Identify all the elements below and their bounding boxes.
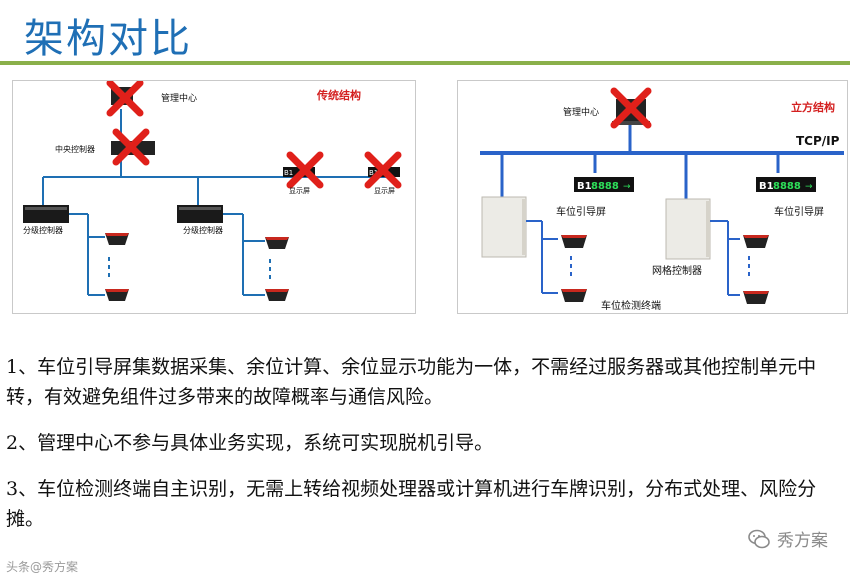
sub-controller-node-1: 分级控制器 bbox=[23, 205, 69, 235]
point-3: 3、车位检测终端自主识别，无需上转给视频处理器或计算机进行车牌识别，分布式处理、… bbox=[6, 478, 817, 530]
parking-sensor-icon bbox=[105, 289, 129, 301]
connector-lines bbox=[42, 109, 389, 296]
page-title: 架构对比 bbox=[24, 16, 192, 62]
parking-sensor-icon bbox=[743, 235, 769, 248]
traditional-architecture-panel: 管理中心 中央控制器 B1 显示屏 B1 显示屏 分级控制器 bbox=[12, 80, 416, 314]
display-screen-node-2: B1 显示屏 bbox=[368, 155, 400, 195]
parking-sensor-icon bbox=[561, 289, 587, 302]
guide-screen-label: 车位引导屏 bbox=[774, 205, 824, 218]
management-center-label: 管理中心 bbox=[161, 92, 197, 104]
guide-screen-node-2: B1 8888 → 车位引导屏 bbox=[756, 177, 824, 218]
dashed-links bbox=[570, 256, 750, 279]
parking-sensor-icon bbox=[561, 235, 587, 248]
parking-sensor-icon bbox=[265, 289, 289, 301]
traditional-architecture-heading: 传统结构 bbox=[316, 88, 361, 102]
display-code: B1 bbox=[577, 181, 592, 192]
parking-sensor-icon bbox=[743, 291, 769, 304]
bus-drops bbox=[500, 125, 780, 199]
title-divider bbox=[0, 61, 850, 65]
display-code: B1 bbox=[369, 169, 378, 177]
traditional-architecture-diagram: 管理中心 中央控制器 B1 显示屏 B1 显示屏 分级控制器 bbox=[23, 81, 415, 301]
guide-screen-label: 车位引导屏 bbox=[556, 205, 606, 218]
display-screen-label: 显示屏 bbox=[374, 187, 395, 195]
arrow-right-icon: → bbox=[805, 182, 813, 192]
watermark: 秀方案 bbox=[747, 526, 828, 551]
grid-controller-label: 网格控制器 bbox=[652, 264, 702, 277]
watermark-bottom: 头条@秀方案 bbox=[6, 560, 79, 574]
management-center-node: 管理中心 bbox=[110, 83, 197, 113]
point-2: 2、管理中心不参与具体业务实现，系统可实现脱机引导。 bbox=[6, 432, 494, 454]
display-screen-node-1: B1 显示屏 bbox=[283, 155, 320, 195]
cubic-architecture-panel: TCP/IP 管理中心 B1 8888 → 车位引导屏 B1 8888 → bbox=[457, 80, 848, 314]
display-screen-label: 显示屏 bbox=[289, 187, 310, 195]
parking-sensor-icon bbox=[105, 233, 129, 245]
sub-controller-node-2: 分级控制器 bbox=[177, 205, 223, 235]
management-center-label: 管理中心 bbox=[563, 106, 599, 118]
display-digits: 8888 bbox=[773, 181, 801, 192]
central-controller-node: 中央控制器 bbox=[55, 132, 155, 162]
parking-sensor-icon bbox=[265, 237, 289, 249]
dashed-links bbox=[108, 257, 271, 279]
display-code: B1 bbox=[759, 181, 774, 192]
sub-controller-label: 分级控制器 bbox=[23, 225, 63, 235]
point-1: 1、车位引导屏集数据采集、余位计算、余位显示功能为一体，不需经过服务器或其他控制… bbox=[6, 356, 817, 408]
guide-screen-node-1: B1 8888 → 车位引导屏 bbox=[556, 177, 634, 218]
network-label: TCP/IP bbox=[796, 134, 840, 148]
comparison-points: 1、车位引导屏集数据采集、余位计算、余位显示功能为一体，不需经过服务器或其他控制… bbox=[6, 352, 848, 550]
cubic-architecture-diagram: TCP/IP 管理中心 B1 8888 → 车位引导屏 B1 8888 → bbox=[480, 81, 844, 312]
detector-label: 车位检测终端 bbox=[601, 299, 661, 312]
management-center-node: 管理中心 bbox=[563, 91, 650, 125]
display-digits: 8888 bbox=[591, 181, 619, 192]
sub-controller-label: 分级控制器 bbox=[183, 225, 223, 235]
grid-controller-cabinet-1 bbox=[481, 196, 527, 258]
network-bus bbox=[480, 151, 844, 155]
cubic-architecture-heading: 立方结构 bbox=[791, 100, 835, 114]
watermark-text: 秀方案 bbox=[777, 531, 828, 551]
sensor-wiring bbox=[526, 220, 740, 296]
grid-controller-cabinet-2 bbox=[665, 198, 711, 260]
chat-bubble-icon bbox=[748, 529, 770, 548]
central-controller-label: 中央控制器 bbox=[55, 144, 95, 154]
display-code: B1 bbox=[284, 169, 293, 177]
arrow-right-icon: → bbox=[623, 182, 631, 192]
